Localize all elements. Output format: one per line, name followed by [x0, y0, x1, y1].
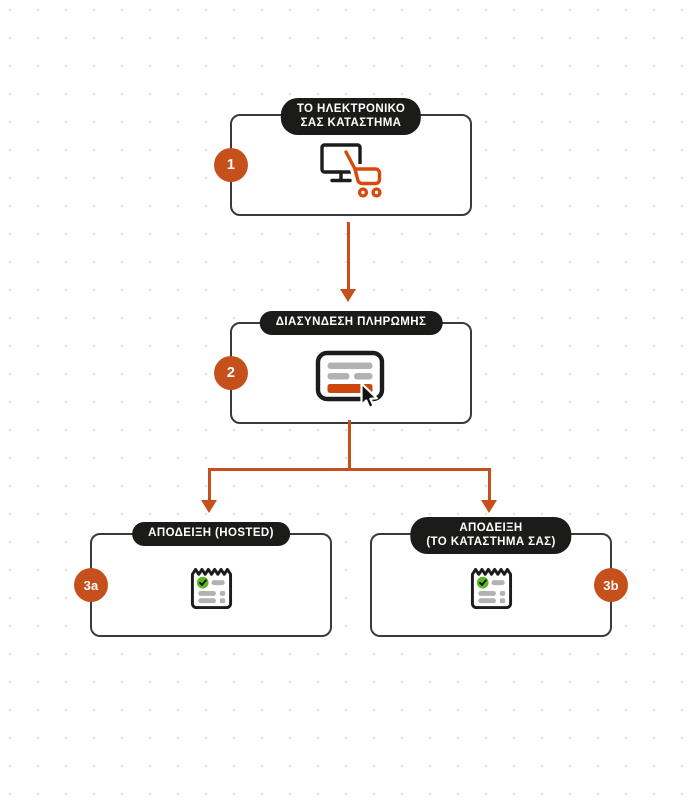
- node-title-line: ΣΑΣ ΚΑΤΑΣΤΗΜΑ: [300, 116, 402, 129]
- step-badge-2: 2: [214, 356, 248, 390]
- node-title-line: ΔΙΑΣΥΝΔΕΣΗ ΠΛΗΡΩΜΗΣ: [275, 316, 427, 328]
- flow-node-store: ΤΟ ΗΛΕΚΤΡΟΝΙΚΟ ΣΑΣ ΚΑΤΑΣΤΗΜΑ 1: [214, 98, 472, 216]
- flow-node-payment-gateway: ΔΙΑΣΥΝΔΕΣΗ ΠΛΗΡΩΜΗΣ 2: [214, 311, 472, 424]
- connector-step2-step3b-arrowhead-icon: [481, 500, 497, 513]
- step-badge-3a: 3a: [74, 568, 108, 602]
- step-badge-3b: 3b: [594, 568, 628, 602]
- flow-node-receipt-hosted: ΑΠΟΔΕΙΞΗ (HOSTED) 3a: [74, 522, 332, 637]
- payment-form-click-icon: [315, 350, 385, 409]
- node-title-pill-payment: ΔΙΑΣΥΝΔΕΣΗ ΠΛΗΡΩΜΗΣ: [259, 311, 443, 335]
- node-title-line: ΑΠΟΔΕΙΞΗ: [459, 522, 523, 534]
- node-title-pill-receipt-merchant: ΑΠΟΔΕΙΞΗ (ΤΟ ΚΑΤΑΣΤΗΜΑ ΣΑΣ): [410, 517, 572, 554]
- connector-step1-step2-arrowhead-icon: [340, 289, 356, 302]
- monitor-shopping-cart-icon: [320, 143, 384, 198]
- flow-node-receipt-merchant: ΑΠΟΔΕΙΞΗ (ΤΟ ΚΑΤΑΣΤΗΜΑ ΣΑΣ) 3b: [370, 517, 628, 637]
- node-title-pill-store: ΤΟ ΗΛΕΚΤΡΟΝΙΚΟ ΣΑΣ ΚΑΤΑΣΤΗΜΑ: [280, 98, 422, 135]
- node-title-line: ΤΟ ΗΛΕΚΤΡΟΝΙΚΟ: [296, 103, 406, 115]
- connector-step1-step2-line: [346, 222, 350, 290]
- connector-branch-horizontal: [207, 467, 491, 471]
- connector-step2-branch-stem: [347, 420, 351, 470]
- node-title-line: ΑΠΟΔΕΙΞΗ (HOSTED): [148, 527, 274, 539]
- step-badge-1: 1: [214, 148, 248, 182]
- connector-step2-step3a-line: [207, 469, 211, 501]
- receipt-check-icon: [190, 567, 232, 609]
- connector-step2-step3b-line: [487, 469, 491, 501]
- connector-step2-step3a-arrowhead-icon: [201, 500, 217, 513]
- node-title-line: (ΤΟ ΚΑΤΑΣΤΗΜΑ ΣΑΣ): [426, 535, 556, 548]
- node-title-pill-receipt-hosted: ΑΠΟΔΕΙΞΗ (HOSTED): [132, 522, 290, 546]
- receipt-check-icon: [470, 567, 512, 609]
